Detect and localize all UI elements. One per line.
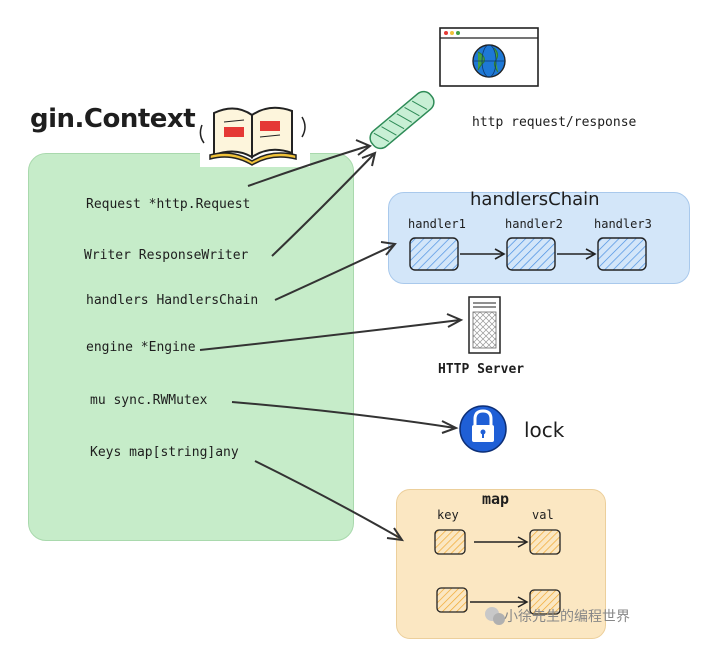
arrow-writer <box>271 153 375 257</box>
field-handlers: handlers HandlersChain <box>86 293 259 308</box>
map-key-box-2 <box>436 587 468 613</box>
arrow-engine <box>199 319 461 351</box>
handler1-label: handler1 <box>408 217 466 231</box>
handler3-label: handler3 <box>594 217 652 231</box>
field-keys: Keys map[string]any <box>90 445 239 460</box>
field-engine: engine *Engine <box>86 340 196 355</box>
handler2-box <box>506 237 556 271</box>
map-val-box-1 <box>529 529 561 555</box>
arrow-mu <box>231 401 456 429</box>
field-request: Request *http.Request <box>86 197 251 212</box>
arrow-handlers <box>274 244 395 301</box>
lock-label: lock <box>524 418 565 442</box>
handler1-box <box>409 237 459 271</box>
field-writer: Writer ResponseWriter <box>84 248 249 263</box>
handler3-box <box>597 237 647 271</box>
field-mu: mu sync.RWMutex <box>90 393 208 408</box>
map-key-box-1 <box>434 529 466 555</box>
map-key-label: key <box>437 508 459 522</box>
http-label: http request/response <box>472 115 637 130</box>
arrow-keys <box>254 460 401 539</box>
arrow-request <box>247 145 369 187</box>
watermark-text: 小徐先生的编程世界 <box>504 609 630 625</box>
map-title: map <box>482 490 510 508</box>
handler2-label: handler2 <box>505 217 563 231</box>
http-server-label: HTTP Server <box>438 362 525 377</box>
context-box <box>28 153 354 541</box>
handlers-chain-title: handlersChain <box>470 189 600 210</box>
context-title: gin.Context <box>30 104 196 134</box>
map-val-label: val <box>532 508 554 522</box>
globe-icon <box>472 44 506 78</box>
map-val-box-2 <box>529 589 561 615</box>
